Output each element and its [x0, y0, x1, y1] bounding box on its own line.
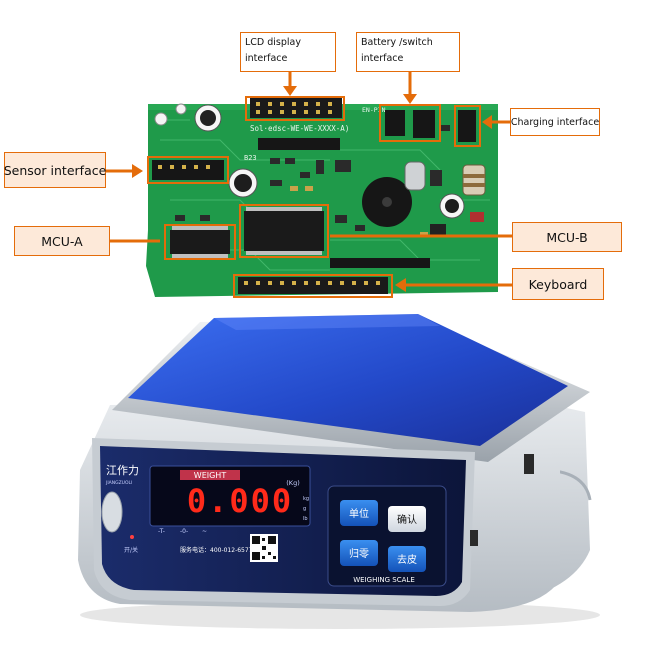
key-tare[interactable]: 去皮	[388, 546, 426, 572]
inductor	[462, 164, 486, 196]
callout-sensor-text: Sensor interface	[3, 162, 107, 178]
pin-header	[258, 138, 340, 150]
sensor-header	[152, 160, 224, 180]
mcu-b-chip	[244, 211, 324, 251]
transistor	[430, 224, 446, 236]
silk-ref: B23	[244, 154, 257, 162]
callout-mcu-b: MCU-B	[512, 222, 622, 252]
mount-hole	[154, 112, 168, 126]
key-confirm[interactable]: 确认	[388, 506, 426, 532]
unit-kg: kg	[303, 496, 309, 502]
battery-header	[385, 110, 405, 136]
callout-keyboard: Keyboard	[512, 268, 604, 300]
weight-label-bg	[180, 470, 240, 480]
brand-sub: JIANGZUOLI	[105, 480, 132, 486]
callout-lcd-line2: interface	[245, 53, 288, 64]
unit-g: g	[303, 506, 306, 512]
indicator-zero: -0-	[180, 528, 188, 535]
callout-lcd-display: LCD display interface	[240, 32, 336, 72]
lcd-header	[250, 98, 342, 118]
silk-ref2: EN-PIN	[362, 106, 386, 114]
callout-mcu-a: MCU-A	[14, 226, 110, 256]
callout-battery-line2: interface	[361, 53, 404, 64]
mcu-a-chip	[170, 230, 230, 254]
callout-lcd-line1: LCD display	[245, 37, 301, 48]
key-tare-label: 去皮	[397, 553, 417, 566]
keyboard-header	[238, 277, 388, 294]
callout-sensor: Sensor interface	[4, 152, 106, 188]
charging-header	[458, 110, 476, 142]
side-port	[470, 530, 478, 546]
weighing-scale: 开/关 江作力 JIANGZUOLI 重 量 WEIGHT (Kg) 0.000…	[78, 314, 600, 629]
key-confirm-label: 确认	[397, 513, 417, 526]
key-unit-label: 单位	[349, 507, 369, 520]
hotline-text: 服务电话：400-012-6577	[180, 546, 253, 554]
unit-lb: lb	[303, 516, 308, 522]
key-zero-label: 归零	[349, 547, 369, 560]
mount-hole	[175, 103, 187, 115]
smd-parts	[175, 125, 450, 231]
indicator-stable: ~	[202, 528, 207, 535]
power-label: 开/关	[124, 546, 138, 554]
callout-battery-switch: Battery /switch interface	[356, 32, 460, 72]
key-zero[interactable]: 归零	[340, 540, 378, 566]
pin-header	[330, 258, 430, 268]
scale-name: WEIGHING SCALE	[353, 576, 415, 584]
switch-header	[413, 110, 435, 138]
silk-text: Sol·edsc-WE-WE-XXXX-A)	[250, 124, 349, 133]
brand-logo: 江作力	[106, 464, 139, 477]
pcb-board: Sol·edsc-WE-WE-XXXX-A) B23 EN-PIN	[146, 96, 498, 298]
qr-code	[250, 534, 278, 562]
callout-battery-line1: Battery /switch	[361, 37, 433, 48]
callout-charging-text: Charging interface	[510, 116, 600, 128]
weighing-pan	[128, 314, 568, 446]
unit-label: (Kg)	[286, 479, 299, 487]
led-window	[149, 465, 311, 527]
power-button[interactable]	[101, 491, 123, 533]
callout-mcu-a-text: MCU-A	[41, 233, 83, 249]
weight-readout: 0.000	[187, 482, 293, 520]
weight-label: WEIGHT	[194, 471, 227, 480]
callout-charging: Charging interface	[510, 108, 600, 136]
crystal	[404, 161, 426, 191]
callout-arrows	[104, 68, 512, 292]
keyboard-pins	[244, 281, 380, 285]
fuse	[470, 212, 484, 222]
side-port	[524, 454, 534, 474]
callout-mcu-b-text: MCU-B	[546, 229, 588, 245]
indicator-tare: -T-	[158, 528, 165, 535]
callout-keyboard-text: Keyboard	[528, 276, 588, 292]
key-unit[interactable]: 单位	[340, 500, 378, 526]
